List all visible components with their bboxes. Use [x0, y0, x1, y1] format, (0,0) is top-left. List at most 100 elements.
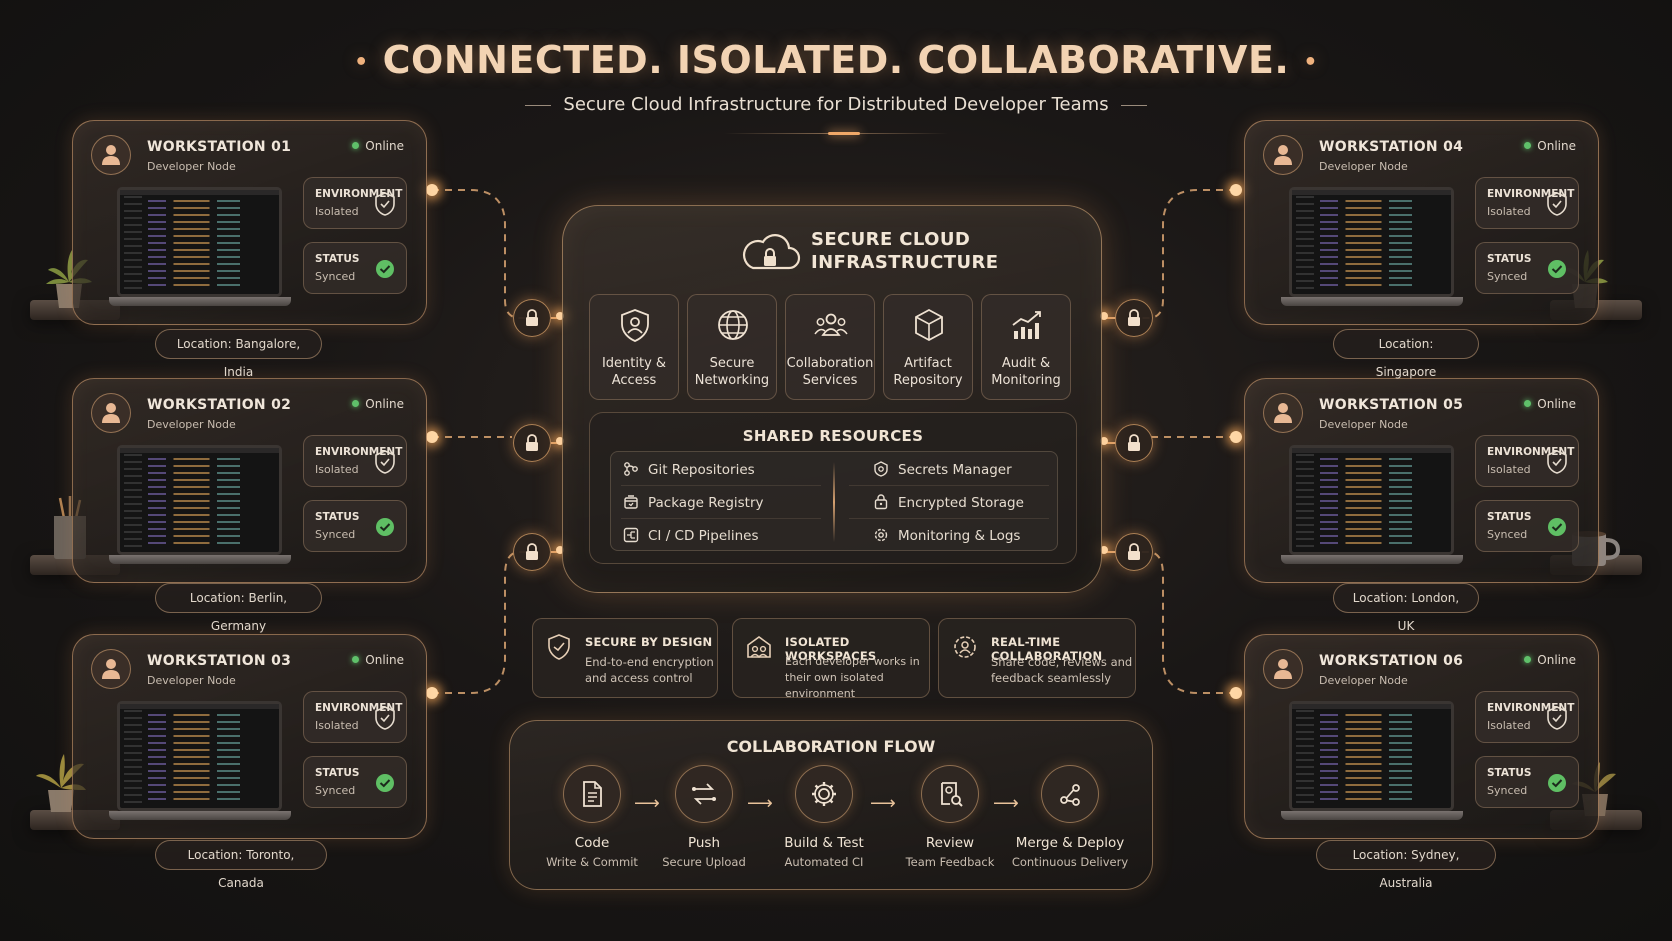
- workstation-card-05[interactable]: WORKSTATION 05 Developer Node Online ENV…: [1244, 378, 1599, 583]
- resource-ci-cd-pipelines[interactable]: CI / CD Pipelines: [623, 527, 759, 544]
- workstation-card-02[interactable]: WORKSTATION 02 Developer Node Online ENV…: [72, 378, 427, 583]
- port-dot-ws04: [1230, 184, 1242, 196]
- laptop-illustration: [109, 187, 291, 311]
- status-value: Synced: [1487, 270, 1528, 283]
- check-circle-icon: [376, 518, 394, 536]
- online-status: Online: [352, 397, 404, 411]
- lock-node-right-1: [1115, 299, 1153, 337]
- editor-code-lines: [1320, 200, 1448, 290]
- environment-value: Isolated: [1487, 463, 1531, 476]
- resource-secrets-manager[interactable]: Secrets Manager: [873, 461, 1012, 478]
- page-title: •CONNECTED. ISOLATED. COLLABORATIVE.•: [0, 38, 1672, 82]
- port-dot-ws02: [426, 431, 438, 443]
- storage-lock-icon: [874, 494, 888, 510]
- port-dot-infra-r3: [1100, 546, 1108, 554]
- environment-tile: ENVIRONMENT Isolated: [1475, 177, 1579, 229]
- laptop-screen: [1289, 445, 1454, 555]
- lock-icon: [1128, 309, 1140, 326]
- page-subtitle: Secure Cloud Infrastructure for Distribu…: [0, 94, 1672, 115]
- workstation-card-04[interactable]: WORKSTATION 04 Developer Node Online ENV…: [1244, 120, 1599, 325]
- flow-step-merge-deploy[interactable]: Merge & Deploy Continuous Delivery: [1000, 765, 1140, 869]
- environment-tile: ENVIRONMENT Isolated: [303, 177, 407, 229]
- flow-step-review[interactable]: Review Team Feedback: [885, 765, 1015, 869]
- laptop-screen: [117, 187, 282, 297]
- collaboration-flow-title: COLLABORATION FLOW: [726, 737, 936, 756]
- editor-code-lines: [148, 200, 276, 290]
- online-status: Online: [1524, 397, 1576, 411]
- environment-label: ENVIRONMENT: [1487, 702, 1575, 714]
- user-icon: [102, 145, 120, 165]
- resource-encrypted-storage[interactable]: Encrypted Storage: [873, 494, 1024, 511]
- shared-resources-panel: SHARED RESOURCES Git Repositories Packag…: [589, 412, 1077, 564]
- flow-arrow-icon: ⟶: [634, 793, 660, 814]
- workstation-role: Developer Node: [147, 674, 236, 687]
- shield-check-icon: [375, 192, 395, 216]
- status-tile: STATUS Synced: [303, 500, 407, 552]
- editor-code-lines: [1320, 714, 1448, 804]
- lock-node-right-2: [1115, 424, 1153, 462]
- workstation-card-01[interactable]: WORKSTATION 01 Developer Node Online ENV…: [72, 120, 427, 325]
- service-identity-access[interactable]: Identity &Access: [589, 294, 679, 400]
- secure-cloud-infrastructure-panel: SECURE CLOUD INFRASTRUCTURE Identity &Ac…: [562, 205, 1102, 593]
- workstation-name: WORKSTATION 02: [147, 397, 292, 413]
- workstation-card-06[interactable]: WORKSTATION 06 Developer Node Online ENV…: [1244, 634, 1599, 839]
- status-value: Synced: [1487, 784, 1528, 797]
- flow-step-sub: Automated CI: [784, 855, 864, 869]
- status-label: STATUS: [1487, 511, 1532, 523]
- workstation-name: WORKSTATION 01: [147, 139, 292, 155]
- status-value: Synced: [315, 784, 356, 797]
- lock-node-left-1: [513, 299, 551, 337]
- lock-icon: [1128, 434, 1140, 451]
- status-tile: STATUS Synced: [303, 756, 407, 808]
- resource-git-repositories[interactable]: Git Repositories: [623, 461, 755, 478]
- flow-step-build-test[interactable]: Build & Test Automated CI: [759, 765, 889, 869]
- location-pill-ws05: Location: London, UK: [1333, 583, 1479, 633]
- package-icon: [624, 495, 638, 509]
- workstation-card-03[interactable]: WORKSTATION 03 Developer Node Online ENV…: [72, 634, 427, 839]
- shared-divider: [833, 462, 835, 542]
- environment-label: ENVIRONMENT: [315, 702, 403, 714]
- flow-step-circle: [563, 765, 621, 823]
- port-dot-ws03: [426, 687, 438, 699]
- lock-node-right-3: [1115, 533, 1153, 571]
- flow-step-sub: Team Feedback: [905, 855, 995, 869]
- status-label: STATUS: [315, 511, 360, 523]
- subtitle-rule-left: [525, 104, 552, 106]
- check-circle-icon: [1548, 774, 1566, 792]
- shield-check-icon: [1547, 706, 1567, 730]
- laptop-illustration: [1281, 187, 1463, 311]
- row-separator: [849, 485, 1049, 486]
- service-label: Audit &Monitoring: [991, 356, 1061, 388]
- flow-step-code[interactable]: Code Write & Commit: [527, 765, 657, 869]
- editor-topbar: [120, 448, 279, 453]
- document-icon: [583, 781, 602, 807]
- collaboration-flow-panel: COLLABORATION FLOW Code Write & Commit ⟶…: [509, 720, 1153, 890]
- resource-package-registry[interactable]: Package Registry: [623, 494, 764, 511]
- title-dot-right: •: [1303, 50, 1318, 75]
- plant-icon: [36, 754, 86, 812]
- flow-step-label: Build & Test: [784, 835, 864, 851]
- environment-value: Isolated: [1487, 205, 1531, 218]
- flow-step-push[interactable]: Push Secure Upload: [639, 765, 769, 869]
- shield-check-icon: [1547, 192, 1567, 216]
- laptop-base: [109, 555, 291, 564]
- laptop-screen: [117, 701, 282, 811]
- user-icon: [102, 659, 120, 679]
- service-audit-monitoring[interactable]: Audit &Monitoring: [981, 294, 1071, 400]
- resource-monitoring-logs[interactable]: Monitoring & Logs: [873, 527, 1020, 544]
- lock-node-left-3: [513, 533, 551, 571]
- editor-sidebar: [124, 454, 142, 550]
- feature-real-time-collaboration: REAL-TIME COLLABORATION Share code, revi…: [938, 618, 1136, 698]
- port-dot-infra-l1: [556, 312, 564, 320]
- title-dot-left: •: [354, 50, 369, 75]
- location-pill-ws06: Location: Sydney, Australia: [1316, 840, 1496, 890]
- team-icon: [814, 313, 848, 336]
- avatar: [91, 649, 131, 689]
- secrets-icon: [874, 461, 888, 477]
